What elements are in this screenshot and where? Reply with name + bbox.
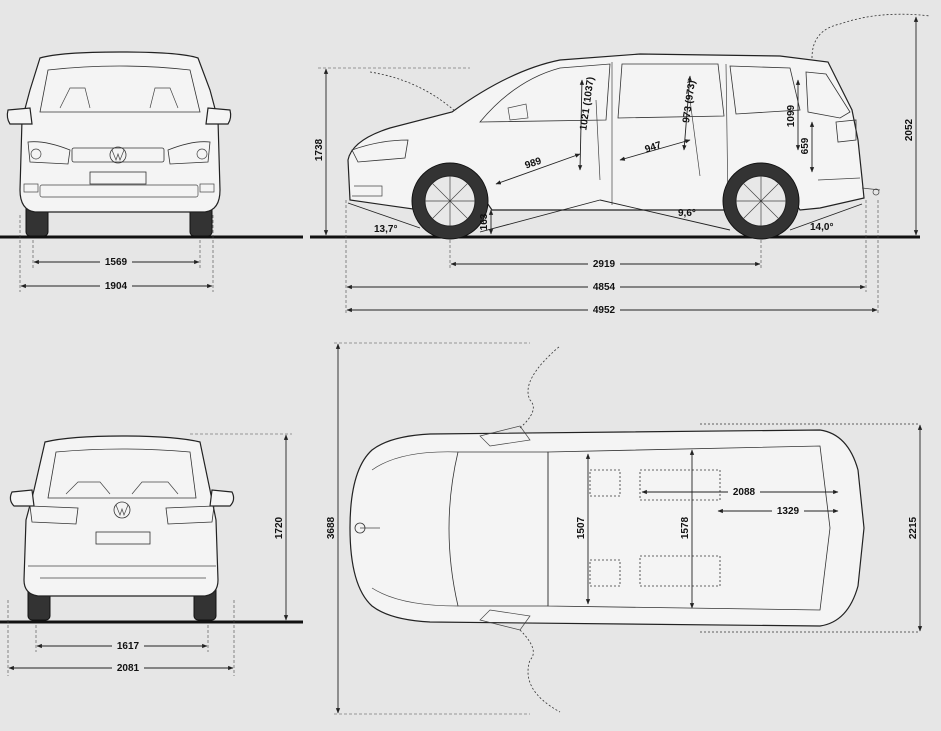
rear-left-mirror xyxy=(9,489,35,507)
dim-rear-width: 2081 xyxy=(117,663,140,674)
front-right-lamp xyxy=(196,148,208,160)
side-mirror xyxy=(507,103,529,121)
top-view: 3688 2215 2088 1329 1507 1578 xyxy=(326,342,923,715)
rear-vw-logo-icon xyxy=(113,501,131,519)
top-roof xyxy=(547,445,831,611)
top-right-mirror xyxy=(479,609,531,631)
side-middle-window xyxy=(617,63,725,119)
rear-body xyxy=(23,435,219,597)
side-view: 1738 2052 2919 4854 4952 13,7° 14,0° 9,6… xyxy=(310,13,931,316)
front-left-fog xyxy=(23,183,39,193)
dim-length-hitch: 4952 xyxy=(593,305,616,316)
side-front-intake xyxy=(352,185,383,197)
top-left-mirror xyxy=(479,425,531,447)
rear-window xyxy=(47,448,197,499)
top-body xyxy=(349,429,865,627)
front-right-fog xyxy=(199,183,215,193)
dim-legroom-middle: 947 xyxy=(644,140,664,156)
top-door-swing xyxy=(519,345,561,713)
top-vw-logo-icon xyxy=(354,522,366,534)
dim-ramp-angle: 9,6° xyxy=(678,208,696,219)
side-door-lines xyxy=(611,62,729,206)
dim-open-height: 2052 xyxy=(904,118,915,141)
side-taillight xyxy=(835,119,857,143)
dim-departure-angle: 14,0° xyxy=(810,222,833,233)
dim-interior-width-middle: 1578 xyxy=(680,516,691,539)
dim-cargo-height: 659 xyxy=(800,137,811,154)
front-lower-intake xyxy=(39,184,199,198)
rear-left-taillight xyxy=(29,505,79,525)
dim-cargo-length: 1329 xyxy=(777,506,800,517)
dim-front-width: 1904 xyxy=(105,281,128,292)
dim-side-height: 1738 xyxy=(314,138,325,161)
front-seats xyxy=(59,87,179,109)
front-left-headlight xyxy=(27,141,71,165)
side-quarter-window xyxy=(805,71,851,119)
side-front-window xyxy=(479,63,611,123)
rear-seats xyxy=(65,481,179,495)
side-rear-bumper xyxy=(817,177,881,191)
dim-top-width-doors: 2215 xyxy=(908,516,919,539)
dim-legroom-front: 989 xyxy=(524,156,544,172)
dim-interior-width-front: 1507 xyxy=(576,516,587,539)
front-body xyxy=(19,51,221,213)
rear-right-mirror xyxy=(209,489,235,507)
front-right-mirror xyxy=(205,107,232,125)
top-hood-lines xyxy=(360,451,459,607)
front-grille xyxy=(71,147,165,163)
vw-logo-mark xyxy=(111,149,125,162)
dim-ground-clearance: 163 xyxy=(479,213,490,230)
dim-wheelbase: 2919 xyxy=(593,259,616,270)
rear-vw-logo-mark xyxy=(115,504,129,517)
front-right-headlight xyxy=(167,141,211,165)
dim-headroom-rear: 1099 xyxy=(786,104,797,127)
dim-rear-height: 1720 xyxy=(274,516,285,539)
dim-front-track: 1569 xyxy=(105,257,128,268)
top-door-open-extents xyxy=(700,423,918,633)
dim-rear-track: 1617 xyxy=(117,641,140,652)
front-windshield xyxy=(39,65,201,113)
rear-right-taillight xyxy=(165,505,215,525)
rear-license-plate xyxy=(95,531,151,545)
top-seat-outlines xyxy=(589,469,721,587)
vw-logo-icon xyxy=(109,146,127,164)
side-tailgate-open xyxy=(811,13,931,59)
dim-length: 4854 xyxy=(593,282,616,293)
dim-approach-angle: 13,7° xyxy=(374,224,397,235)
rear-bumper-lines xyxy=(28,565,216,579)
rear-view: 1617 2081 1720 xyxy=(0,433,303,676)
front-left-mirror xyxy=(6,107,33,125)
front-view: 1569 1904 xyxy=(0,51,303,292)
dim-top-length: 3688 xyxy=(326,516,337,539)
front-license-plate xyxy=(89,171,147,185)
dim-interior-length: 2088 xyxy=(733,487,756,498)
side-tow-hitch xyxy=(872,188,880,196)
side-headlight xyxy=(351,139,409,163)
front-left-lamp xyxy=(30,148,42,160)
side-hood-open xyxy=(369,71,457,113)
